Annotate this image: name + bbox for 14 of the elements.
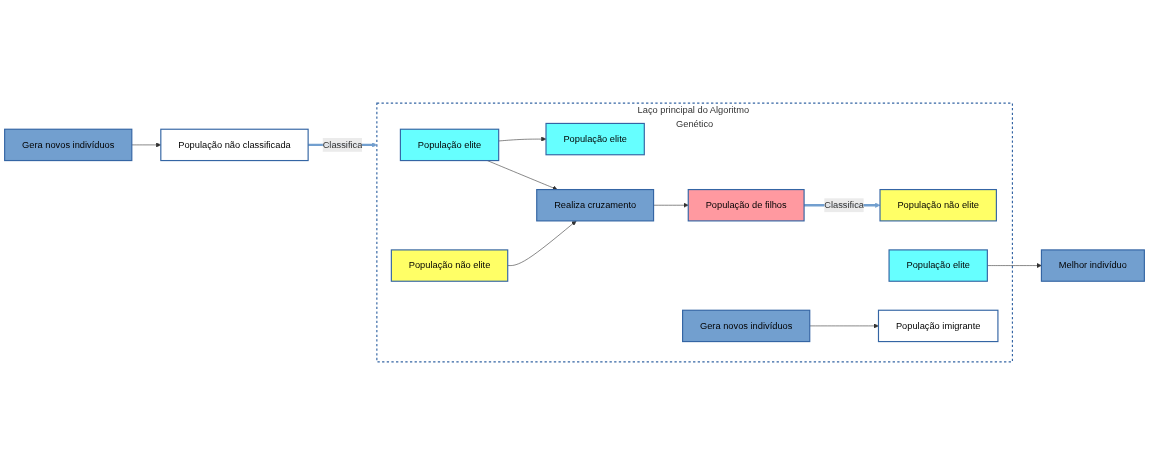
node-box: População elite	[888, 249, 988, 282]
node-box: População elite	[399, 128, 500, 162]
node-box: População não elite	[390, 249, 509, 282]
node-box: População não classificada	[160, 128, 309, 162]
node-box: População de filhos	[687, 189, 805, 222]
node-box: População elite	[545, 122, 645, 156]
node-box: Melhor indivíduo	[1040, 249, 1145, 282]
node-box: Realiza cruzamento	[536, 189, 655, 222]
node-box: Gera novos indivíduos	[682, 309, 811, 343]
node-box: População não elite	[879, 189, 997, 222]
node-box: Gera novos indivíduos	[4, 128, 133, 162]
node-box: População imigrante	[877, 309, 999, 343]
edge-label: Classifica	[824, 200, 864, 210]
edge-label: Classifica	[322, 139, 363, 150]
